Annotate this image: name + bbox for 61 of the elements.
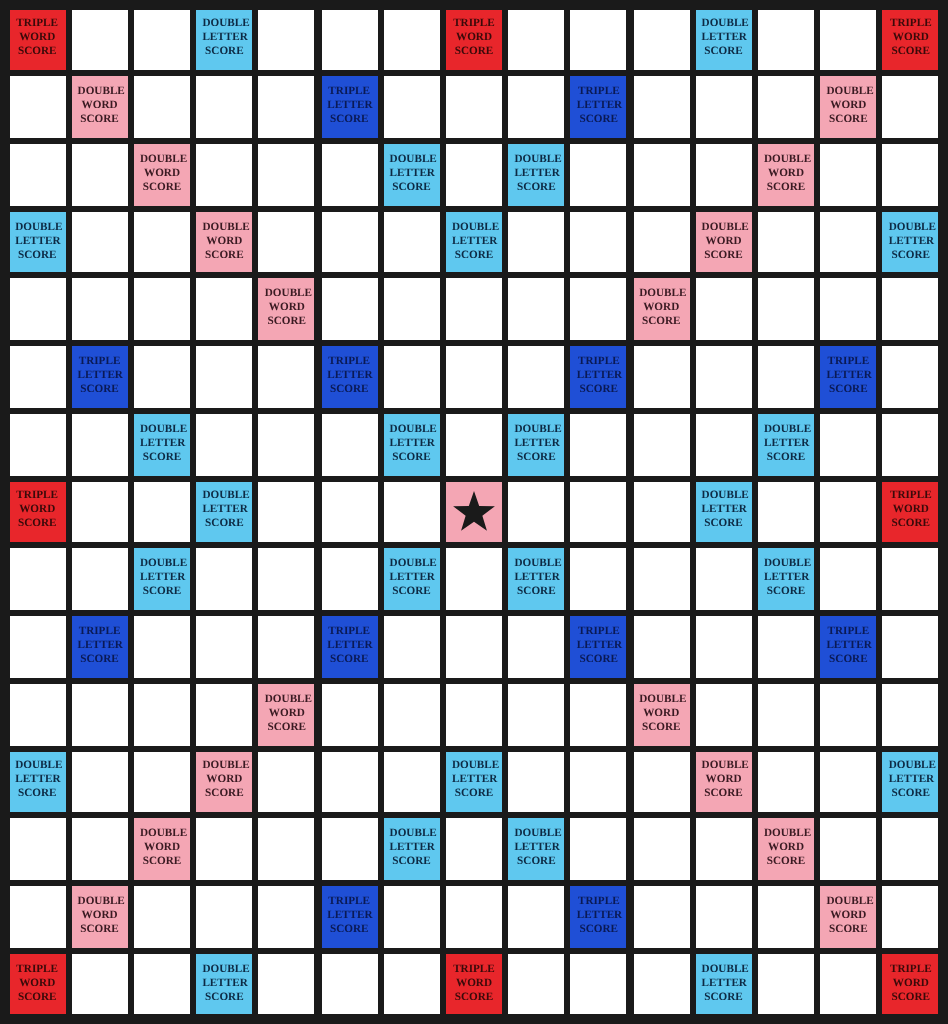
premium-square (757, 818, 815, 881)
premium-square (196, 953, 253, 1015)
premium-square (9, 953, 66, 1015)
premium-square (695, 9, 752, 71)
premium-square (508, 818, 565, 881)
premium-square (383, 818, 440, 881)
premium-square (196, 211, 253, 273)
premium-square (445, 9, 503, 71)
premium-square (882, 953, 939, 1015)
premium-square (71, 616, 128, 678)
premium-square (820, 346, 877, 408)
premium-square (9, 211, 66, 273)
premium-square (321, 76, 378, 138)
premium-square (570, 346, 627, 408)
premium-square (695, 751, 752, 813)
premium-square (258, 683, 315, 746)
premium-square (9, 481, 66, 543)
premium-square (757, 413, 815, 476)
premium-square (383, 413, 440, 476)
center-square (445, 481, 503, 543)
premium-square (695, 481, 752, 543)
premium-square (695, 953, 752, 1015)
premium-square (882, 9, 939, 71)
premium-square (133, 143, 191, 206)
premium-square (570, 616, 627, 678)
premium-square (820, 616, 877, 678)
premium-square (508, 143, 565, 206)
premium-square (133, 413, 191, 476)
premium-square (820, 76, 877, 138)
premium-square (321, 616, 378, 678)
premium-square (695, 211, 752, 273)
premium-square (258, 278, 315, 341)
premium-square (445, 751, 503, 813)
premium-square (633, 278, 690, 341)
premium-square (508, 413, 565, 476)
premium-square (196, 751, 253, 813)
premium-square (882, 751, 939, 813)
premium-square (9, 9, 66, 71)
premium-square (820, 886, 877, 948)
premium-square (882, 481, 939, 543)
premium-square (71, 346, 128, 408)
premium-square (71, 76, 128, 138)
premium-square (321, 346, 378, 408)
premium-square (196, 9, 253, 71)
premium-square (133, 818, 191, 881)
premium-square (570, 76, 627, 138)
premium-square (321, 886, 378, 948)
premium-square (196, 481, 253, 543)
premium-square (882, 211, 939, 273)
premium-square (9, 751, 66, 813)
premium-square (757, 548, 815, 611)
premium-square (508, 548, 565, 611)
premium-square (383, 548, 440, 611)
premium-square (445, 211, 503, 273)
premium-square (633, 683, 690, 746)
premium-square (445, 953, 503, 1015)
premium-square (757, 143, 815, 206)
premium-square (570, 886, 627, 948)
premium-square (71, 886, 128, 948)
premium-square (133, 548, 191, 611)
premium-square (383, 143, 440, 206)
